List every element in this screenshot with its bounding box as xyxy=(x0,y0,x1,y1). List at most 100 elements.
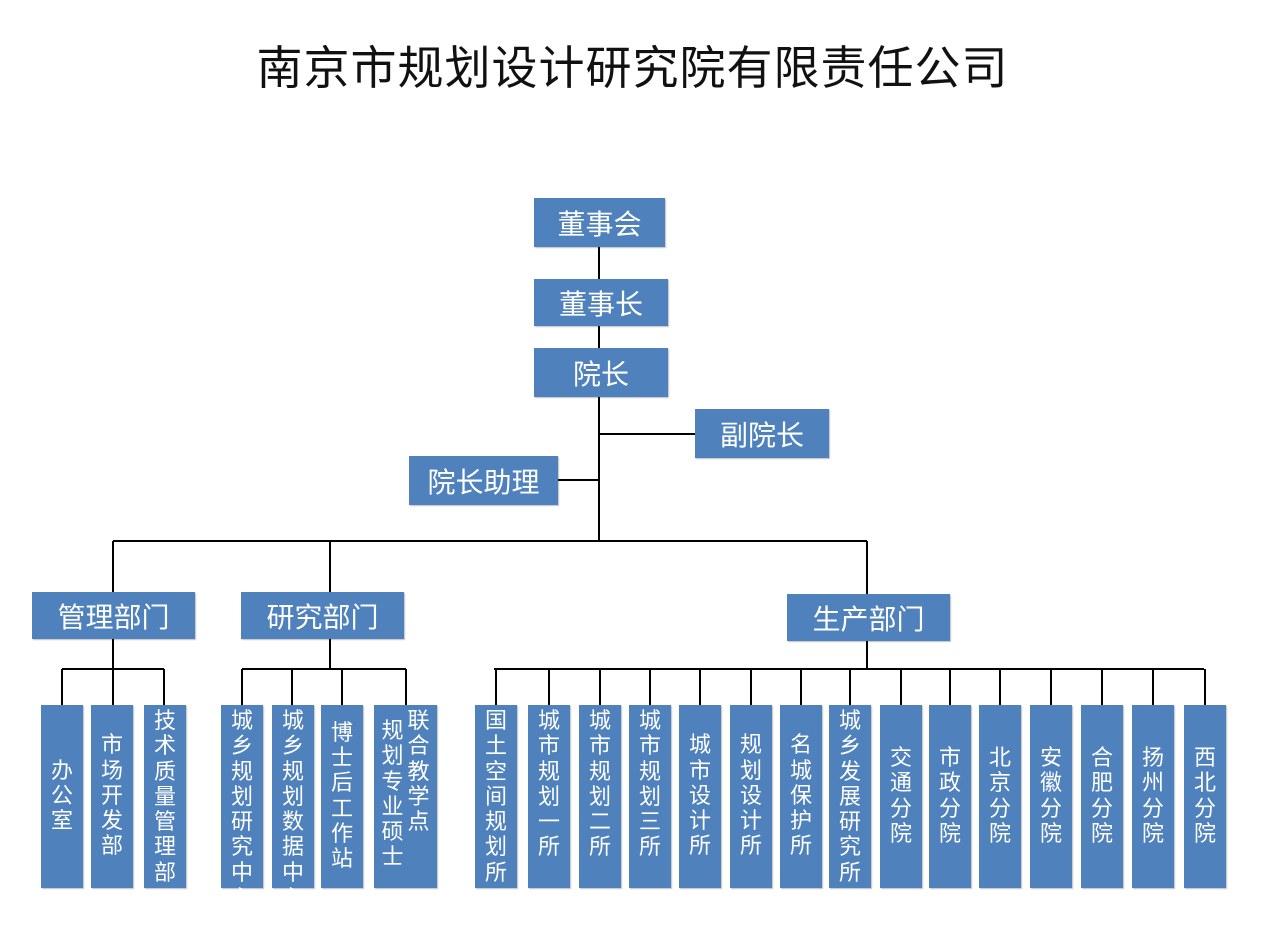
unit-market-dev-char: 发 xyxy=(100,809,123,835)
research-dept-label: 研究部门 xyxy=(266,600,379,634)
unit-market-dev-char: 开 xyxy=(100,783,123,809)
production-unit-8-char: 院 xyxy=(889,821,912,847)
unit-tech-quality-char: 量 xyxy=(153,784,176,810)
unit-research-center-char: 中 xyxy=(230,860,253,886)
production-unit-0-char: 所 xyxy=(484,860,507,886)
production-unit-11: 安徽分院 xyxy=(1030,705,1072,888)
production-unit-2-char: 二 xyxy=(588,810,611,836)
unit-data-center-char: 城 xyxy=(281,709,304,734)
production-unit-10-char: 院 xyxy=(988,821,1011,847)
production-unit-14: 西北分院 xyxy=(1184,705,1226,888)
production-unit-7-char: 乡 xyxy=(838,734,861,760)
production-unit-6-char: 保 xyxy=(789,783,812,809)
production-unit-13-char: 扬 xyxy=(1141,745,1164,771)
joint-teaching-col-2-char: 规 xyxy=(381,719,404,744)
unit-research-center-char: 研 xyxy=(230,810,253,836)
production-unit-7-char: 究 xyxy=(838,835,861,861)
board-box: 董事会 xyxy=(534,198,665,247)
joint-teaching-col-2-char: 士 xyxy=(381,845,404,871)
production-unit-3-char: 划 xyxy=(638,784,661,810)
production-unit-11-char: 徽 xyxy=(1039,771,1062,797)
unit-office-char: 室 xyxy=(50,809,73,835)
production-unit-3-char: 所 xyxy=(638,835,661,861)
assistant-box: 院长助理 xyxy=(409,456,558,505)
production-unit-1: 城市规划一所 xyxy=(528,705,570,888)
production-unit-1-char: 所 xyxy=(537,835,560,861)
production-unit-14-char: 北 xyxy=(1193,771,1216,797)
production-unit-4-char: 所 xyxy=(688,834,711,860)
unit-research-center-char: 究 xyxy=(230,835,253,861)
production-unit-1-char: 城 xyxy=(537,709,560,734)
production-unit-0-char: 土 xyxy=(484,734,507,760)
unit-research-center-char: 乡 xyxy=(230,734,253,760)
page-title: 南京市规划设计研究院有限责任公司 xyxy=(256,41,1009,95)
production-unit-4-char: 市 xyxy=(688,758,711,784)
production-unit-1-char: 划 xyxy=(537,784,560,810)
unit-postdoc-char: 士 xyxy=(330,745,353,771)
unit-market-dev-char: 部 xyxy=(100,834,123,860)
joint-teaching-col-2-char: 业 xyxy=(381,794,404,820)
unit-data-center: 城乡规划数据中心 xyxy=(272,705,314,911)
joint-teaching-col-2: 规划专业硕士 xyxy=(381,705,403,888)
production-unit-12-char: 院 xyxy=(1090,821,1113,847)
production-dept-box: 生产部门 xyxy=(787,594,950,641)
production-unit-2-char: 市 xyxy=(588,734,611,760)
unit-postdoc-char: 博 xyxy=(330,720,353,746)
chairman-box: 董事长 xyxy=(534,279,668,326)
production-unit-3-char: 市 xyxy=(638,734,661,760)
production-unit-9-char: 分 xyxy=(938,796,961,822)
production-unit-7-char: 城 xyxy=(838,709,861,734)
chairman-label: 董事长 xyxy=(558,287,643,321)
unit-research-center-char: 划 xyxy=(230,784,253,810)
unit-market-dev-char: 场 xyxy=(100,758,123,784)
production-unit-9-char: 院 xyxy=(938,821,961,847)
production-unit-10-char: 北 xyxy=(988,745,1011,771)
production-unit-2-char: 城 xyxy=(588,709,611,734)
joint-teaching-col-1: 联合教学点 xyxy=(408,705,430,888)
unit-postdoc-char: 后 xyxy=(330,771,353,797)
unit-data-center-char: 心 xyxy=(281,886,304,912)
production-unit-4-char: 设 xyxy=(688,783,711,809)
unit-postdoc-char: 工 xyxy=(330,796,353,822)
production-unit-0-char: 间 xyxy=(484,784,507,810)
joint-teaching-col-1-char: 学 xyxy=(407,784,430,810)
unit-market-dev: 市场开发部 xyxy=(91,705,133,888)
unit-office-char: 办 xyxy=(50,758,73,784)
production-unit-1-char: 市 xyxy=(537,734,560,760)
production-unit-3-char: 三 xyxy=(638,810,661,836)
production-unit-5-char: 划 xyxy=(739,758,762,784)
unit-tech-quality-char: 质 xyxy=(153,759,176,785)
production-unit-14-char: 西 xyxy=(1193,745,1216,771)
unit-data-center-char: 中 xyxy=(281,860,304,886)
production-unit-7-char: 发 xyxy=(838,759,861,785)
management-dept-box: 管理部门 xyxy=(32,592,195,639)
production-unit-12-char: 分 xyxy=(1090,796,1113,822)
production-unit-0: 国土空间规划所 xyxy=(475,705,517,888)
unit-data-center-char: 乡 xyxy=(281,734,304,760)
unit-research-center-char: 城 xyxy=(230,709,253,734)
production-unit-0-char: 国 xyxy=(484,709,507,734)
production-unit-12-char: 肥 xyxy=(1090,771,1113,797)
president-label: 院长 xyxy=(572,357,629,391)
production-unit-6-char: 护 xyxy=(789,809,812,835)
production-unit-13-char: 分 xyxy=(1141,796,1164,822)
vice-president-label: 副院长 xyxy=(719,418,804,452)
production-unit-6-char: 名 xyxy=(789,733,812,759)
production-unit-5-char: 设 xyxy=(739,783,762,809)
production-unit-13-char: 院 xyxy=(1141,821,1164,847)
unit-tech-quality-char: 管 xyxy=(153,810,176,836)
unit-tech-quality-char: 术 xyxy=(153,734,176,760)
unit-tech-quality-char: 部 xyxy=(153,860,176,886)
production-unit-11-char: 安 xyxy=(1039,745,1062,771)
joint-teaching-col-1-char: 联 xyxy=(407,709,430,734)
production-unit-14-char: 院 xyxy=(1193,821,1216,847)
production-unit-8-char: 分 xyxy=(889,796,912,822)
joint-teaching-col-1-char: 点 xyxy=(407,810,430,836)
unit-postdoc-char: 作 xyxy=(330,821,353,847)
unit-tech-quality-char: 技 xyxy=(153,709,176,734)
management-dept-label: 管理部门 xyxy=(57,600,170,634)
production-unit-4: 城市设计所 xyxy=(679,705,721,888)
unit-data-center-char: 规 xyxy=(281,759,304,785)
unit-data-center-char: 数 xyxy=(281,810,304,836)
